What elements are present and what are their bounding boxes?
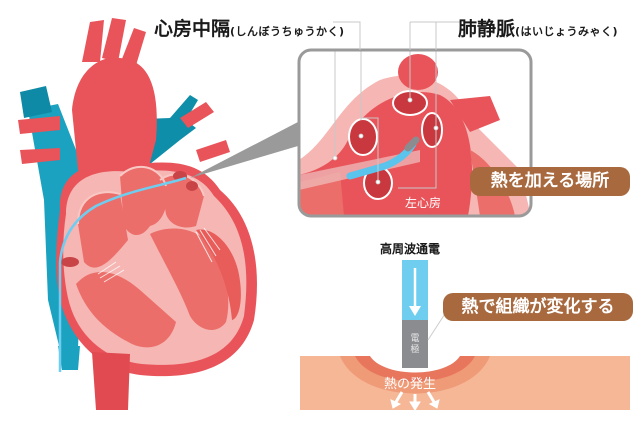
heat-location-badge: 熱を加える場所: [470, 167, 630, 196]
pulmonary-vein-reading: (はいじょうみゃく): [515, 25, 619, 38]
electrode-tip: [402, 320, 428, 368]
label-heat-generation: 熱の発生: [384, 377, 437, 392]
septum-term: 心房中隔: [154, 18, 231, 40]
label-left-atrium: 左心房: [405, 196, 442, 210]
label-atrial-septum: 心房中隔(しんぼうちゅうかく): [154, 14, 345, 41]
magnifier-pointer: [190, 122, 298, 178]
heat-arrows: [390, 391, 440, 411]
tissue-change-badge: 熱で組織が変化する: [443, 293, 633, 321]
septum-reading: (しんぼうちゅうかく): [230, 25, 345, 38]
label-rf-current: 高周波通電: [380, 242, 441, 256]
label-pulmonary-vein: 肺静脈(はいじょうみゃく): [458, 14, 618, 41]
pulmonary-vein-term: 肺静脈: [458, 18, 516, 40]
catheter: [58, 176, 187, 372]
label-electrode: 電極: [410, 334, 420, 355]
